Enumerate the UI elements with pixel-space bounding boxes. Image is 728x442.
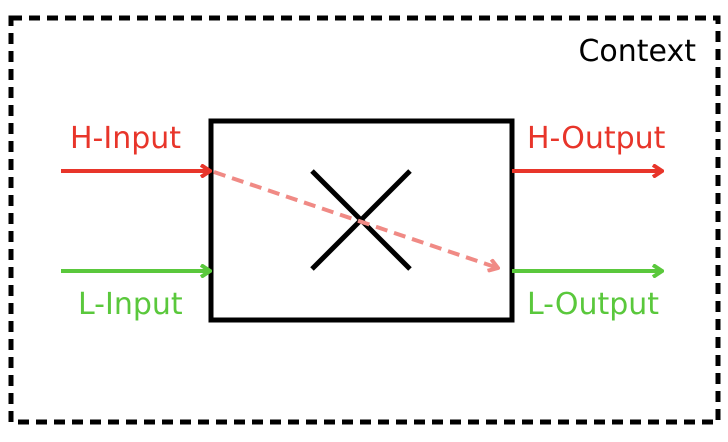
context-boundary [8, 15, 721, 425]
process-box [208, 118, 515, 323]
h-input-label: H-Input [70, 121, 181, 156]
context-label: Context [578, 34, 696, 69]
l-input-label: L-Input [78, 287, 183, 322]
leak-arrow [213, 170, 498, 268]
l-output-label: L-Output [527, 287, 659, 322]
h-output-label: H-Output [527, 121, 666, 156]
